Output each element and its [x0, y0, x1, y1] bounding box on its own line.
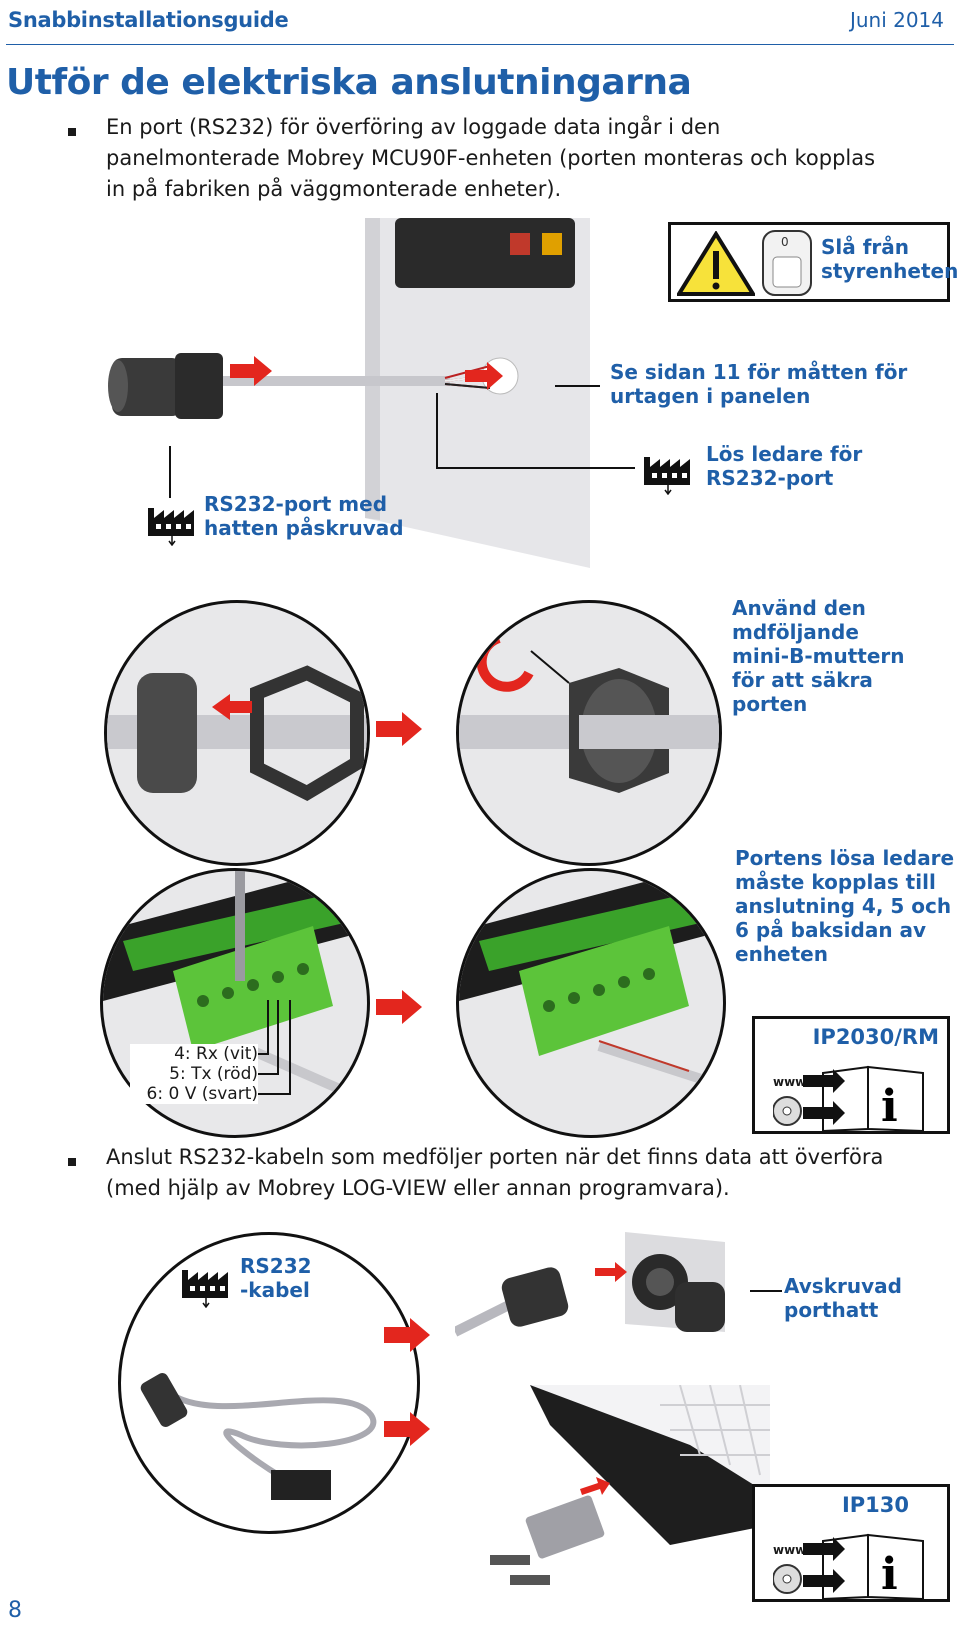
- svg-text:i: i: [881, 1081, 898, 1131]
- circle-terminal-connected: [456, 868, 726, 1138]
- bullet-text-1: En port (RS232) för överföring av loggad…: [106, 115, 876, 201]
- bullet-marker: [68, 1158, 76, 1166]
- manual-box-ip2030: IP2030/RM www i: [752, 1016, 950, 1134]
- page-title: Utför de elektriska anslutningarna: [6, 62, 692, 103]
- circle-nut-after: [456, 600, 722, 866]
- red-arrow-icon: [230, 356, 272, 386]
- header-date: Juni 2014: [849, 8, 944, 32]
- factory-icon: [182, 1270, 228, 1308]
- manual-book-icon: i: [773, 1065, 924, 1131]
- red-arrow-icon: [384, 1318, 430, 1352]
- bullet-text-2: Anslut RS232-kabeln som medföljer porten…: [106, 1145, 884, 1200]
- callout-nut: Använd den mdföljande mini-B-muttern för…: [732, 596, 905, 716]
- panel-illustration: [108, 218, 635, 568]
- callout-terminals: Portens lösa ledare måste kopplas till a…: [735, 846, 955, 966]
- power-switch-icon: [762, 230, 812, 296]
- wire-leader-lines: [258, 1000, 291, 1095]
- factory-icon: [148, 508, 194, 546]
- switch-label: 0: [781, 235, 789, 249]
- manual-book-icon: i: [773, 1533, 924, 1599]
- red-arrow-icon: [212, 694, 252, 720]
- callout-cable: RS232 -kabel: [240, 1254, 312, 1302]
- warning-box: 0 Slå från styrenheten: [668, 222, 958, 302]
- callout-cutout: Se sidan 11 för måtten för urtagen i pan…: [610, 360, 908, 408]
- www-label: www: [773, 1075, 807, 1089]
- manual-label: IP2030/RM: [812, 1025, 939, 1049]
- warning-line-1: Slå från: [821, 235, 910, 259]
- red-arrow-icon: [465, 362, 503, 390]
- red-arrow-icon: [384, 1412, 430, 1446]
- port-unscrewed-illustration: [455, 1232, 725, 1337]
- header-divider: [6, 44, 954, 45]
- wire-labels: 4: Rx (vit) 5: Tx (röd) 6: 0 V (svart): [130, 1044, 258, 1104]
- www-label: www: [773, 1543, 807, 1557]
- circle-rs232-cable: [118, 1232, 420, 1534]
- callout-unscrewed: Avskruvad porthatt: [784, 1274, 902, 1322]
- svg-text:i: i: [881, 1549, 898, 1599]
- circle-nut-before: [104, 600, 370, 866]
- red-arrow-icon: [376, 990, 422, 1024]
- callout-loose-wires: Lös ledare för RS232-port: [706, 442, 863, 490]
- callout-port-cap: RS232-port med hatten påskruvad: [204, 492, 404, 540]
- warning-line-2: styrenheten: [821, 259, 959, 283]
- factory-icon: [644, 457, 690, 495]
- bullet-marker: [68, 128, 76, 136]
- warning-triangle-icon: [677, 231, 755, 296]
- leader-line: [750, 1290, 782, 1292]
- page-number: 8: [8, 1598, 22, 1623]
- red-arrow-icon: [376, 712, 422, 746]
- manual-label: IP130: [841, 1493, 909, 1517]
- manual-box-ip130: IP130 www i: [752, 1484, 950, 1602]
- header-guide-title: Snabbinstallationsguide: [8, 8, 289, 32]
- dsub-connection-illustration: [490, 1385, 770, 1585]
